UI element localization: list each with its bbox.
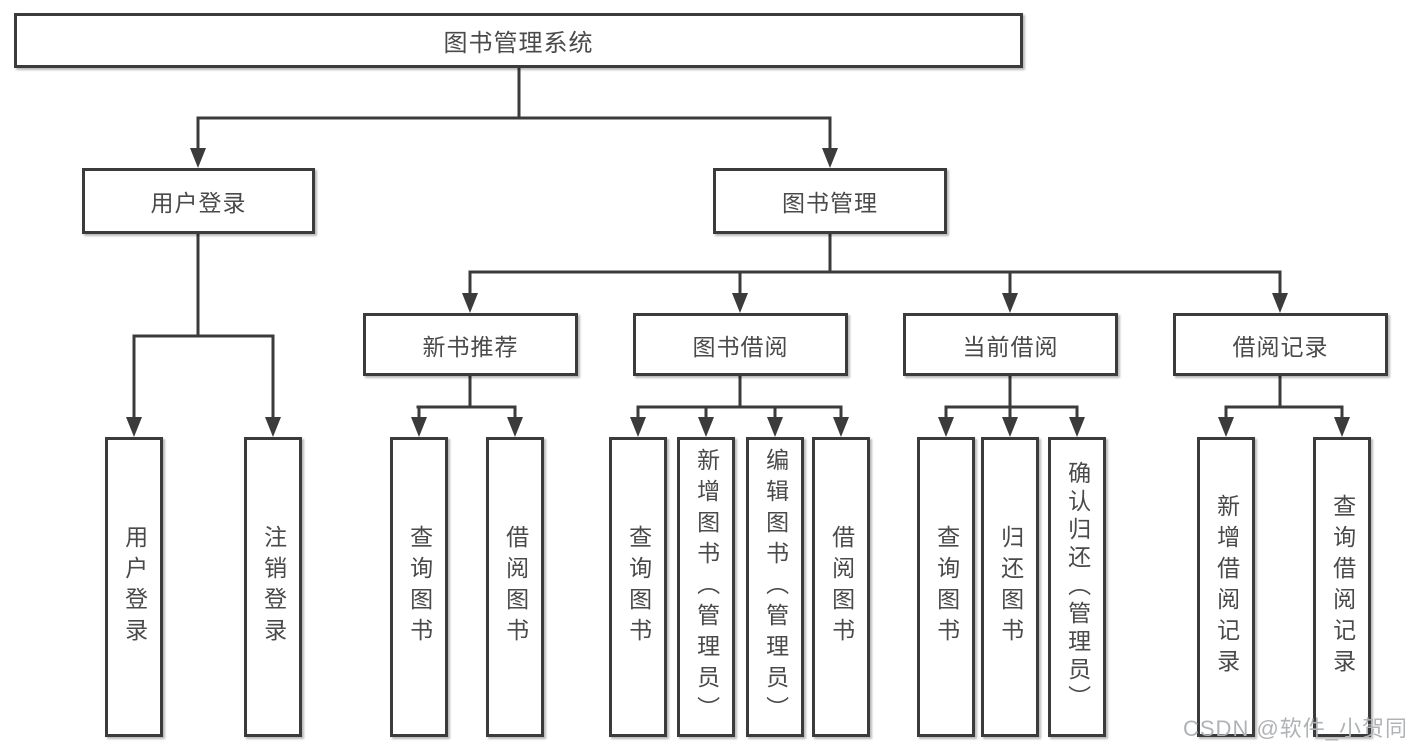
leaf-logout: 注销登录 xyxy=(244,437,302,737)
arrowheads-group xyxy=(126,148,1350,437)
leaf-br-query-record: 查询借阅记录 xyxy=(1313,437,1371,737)
leaf-bb-add-books-admin: 新增图书（管理员） xyxy=(677,437,735,737)
leaf-cb-confirm-return-admin: 确认归还（管理员） xyxy=(1048,437,1106,737)
node-label: 图书管理系统 xyxy=(443,30,594,57)
leaf-label: 编辑图书（管理员） xyxy=(762,447,789,727)
leaf-br-add-record: 新增借阅记录 xyxy=(1197,437,1255,737)
leaf-label: 注销登录 xyxy=(260,525,287,649)
leaf-label: 查询借阅记录 xyxy=(1329,494,1356,680)
node-label: 当前借阅 xyxy=(962,333,1059,360)
leaf-bb-query-books: 查询图书 xyxy=(609,437,667,737)
leaf-label: 用户登录 xyxy=(121,525,148,649)
node-user-login: 用户登录 xyxy=(82,168,315,234)
leaf-cb-return-books: 归还图书 xyxy=(981,437,1039,737)
leaf-label: 查询图书 xyxy=(625,525,652,649)
leaf-label: 新增图书（管理员） xyxy=(693,447,720,727)
leaf-label: 归还图书 xyxy=(997,525,1024,649)
leaf-nb-borrow-books: 借阅图书 xyxy=(486,437,544,737)
leaf-bb-edit-books-admin: 编辑图书（管理员） xyxy=(746,437,804,737)
node-label: 图书管理 xyxy=(782,190,878,216)
node-label: 用户登录 xyxy=(150,190,247,216)
node-current-borrow: 当前借阅 xyxy=(903,313,1118,376)
node-label: 借阅记录 xyxy=(1232,333,1329,360)
leaf-label: 确认归还（管理员） xyxy=(1064,461,1091,713)
node-library-management-system: 图书管理系统 xyxy=(14,13,1023,68)
leaf-nb-query-books: 查询图书 xyxy=(390,437,448,737)
node-label: 图书借阅 xyxy=(692,333,789,360)
node-new-book-recommend: 新书推荐 xyxy=(363,313,578,376)
node-book-management: 图书管理 xyxy=(713,168,947,234)
leaf-label: 借阅图书 xyxy=(828,525,855,649)
node-borrow-records: 借阅记录 xyxy=(1173,313,1388,376)
leaf-user-login: 用户登录 xyxy=(105,437,163,737)
leaf-label: 查询图书 xyxy=(406,525,433,649)
leaf-label: 借阅图书 xyxy=(502,525,529,649)
node-book-borrow: 图书借阅 xyxy=(633,313,848,376)
csdn-watermark: CSDN @软件_小贺同学 xyxy=(1183,716,1405,741)
leaf-label: 新增借阅记录 xyxy=(1213,494,1240,680)
leaf-label: 查询图书 xyxy=(933,525,960,649)
node-label: 新书推荐 xyxy=(422,333,519,360)
leaf-bb-borrow-books: 借阅图书 xyxy=(812,437,870,737)
leaf-cb-query-books: 查询图书 xyxy=(917,437,975,737)
